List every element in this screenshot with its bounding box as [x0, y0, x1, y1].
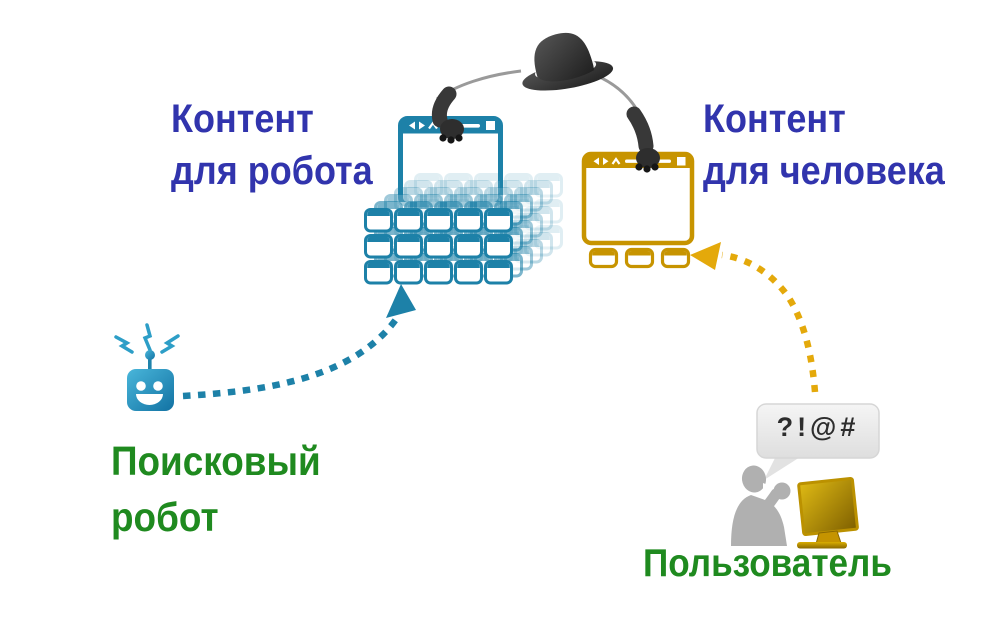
angry-user-icon [731, 403, 880, 549]
label-user: Пользователь [643, 542, 892, 585]
person-silhouette [731, 465, 791, 546]
speech-bubble-icon [756, 403, 880, 480]
robot-dotted-arrow [182, 284, 416, 400]
hat-right-arm [626, 106, 660, 173]
label-robot-content-line2: для робота [171, 149, 373, 193]
fedora-hat [522, 32, 614, 91]
mini-windows-row [588, 247, 691, 269]
search-robot-icon [114, 323, 180, 411]
user-dotted-arrow [690, 242, 819, 393]
label-human-content-line1: Контент [703, 97, 846, 141]
monitor-icon [797, 477, 859, 549]
black-hat-icon [431, 32, 660, 173]
label-search-robot: Поисковый робот [111, 433, 321, 545]
human-content-window-icon [581, 151, 695, 269]
signal-bolts-icon [114, 323, 180, 354]
label-human-content-line2: для человека [703, 149, 945, 193]
label-search-robot-line2: робот [111, 494, 219, 540]
speech-bubble-text: ?!@# [776, 412, 860, 442]
label-search-robot-line1: Поисковый [111, 438, 321, 484]
label-human-content: Контент для человека [703, 93, 945, 197]
duplicate-pages-stack-icon [366, 175, 562, 284]
label-robot-content: Контент для робота [171, 93, 373, 197]
hat-left-arm [431, 86, 464, 144]
label-robot-content-line1: Контент [171, 97, 314, 141]
